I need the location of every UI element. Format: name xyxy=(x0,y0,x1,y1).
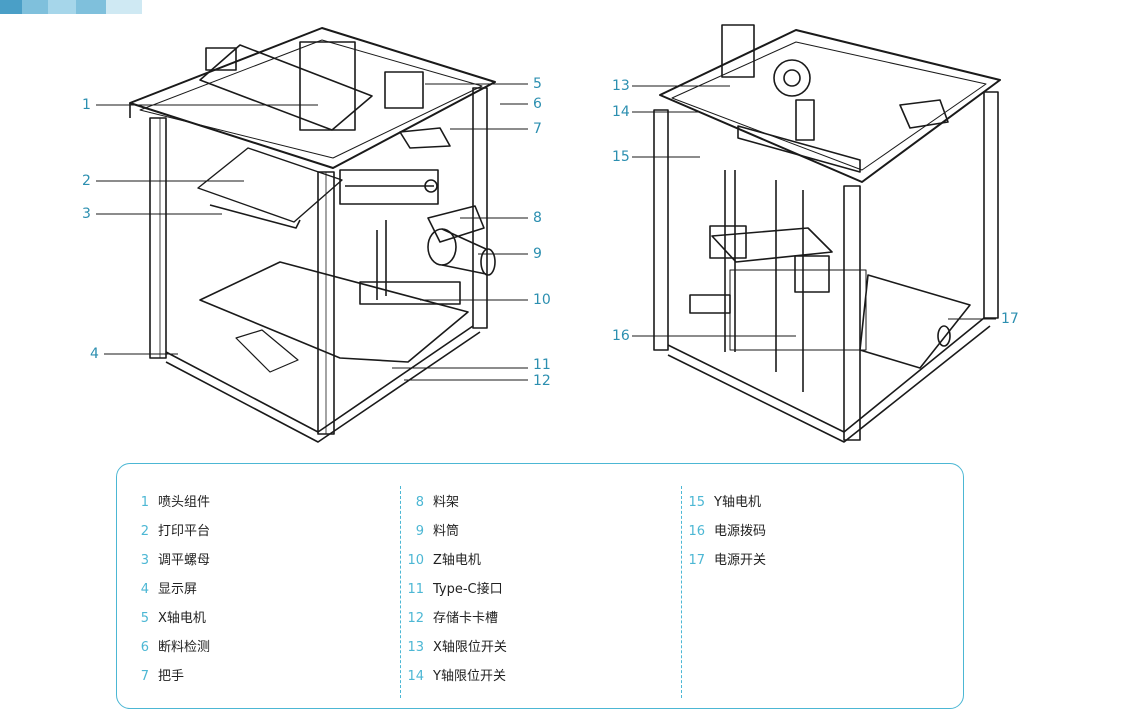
legend-label: X轴限位开关 xyxy=(433,640,507,655)
legend-item: 9 料筒 xyxy=(406,523,459,541)
diagram-stage: 1 2 3 4 5 6 7 8 9 10 11 12 13 14 15 16 1… xyxy=(82,24,1019,443)
legend-divider xyxy=(681,486,682,698)
back-view-printer xyxy=(653,24,1001,443)
callout-number: 12 xyxy=(533,373,551,389)
legend-number: 15 xyxy=(688,495,705,510)
legend-item: 12 存储卡卡槽 xyxy=(406,610,498,628)
corner-accent-block xyxy=(48,0,76,14)
legend-number: 9 xyxy=(415,524,424,539)
callout-number: 16 xyxy=(612,328,630,344)
parts-legend: 1 喷头组件 2 打印平台 3 调平螺母 4 显示屏 5 X轴电机 6 断料检测 7 把手 8… xyxy=(116,463,964,709)
corner-accent-block xyxy=(106,0,142,14)
legend-number: 7 xyxy=(140,669,149,684)
callout-number: 14 xyxy=(612,104,630,120)
legend-item: 17 电源开关 xyxy=(687,552,766,570)
legend-label: X轴电机 xyxy=(158,611,206,626)
legend-label: 喷头组件 xyxy=(158,495,211,510)
legend-label: 打印平台 xyxy=(158,524,211,539)
callout-number: 3 xyxy=(82,206,91,222)
legend-item: 4 显示屏 xyxy=(131,581,197,599)
legend-item: 2 打印平台 xyxy=(131,523,210,541)
legend-divider xyxy=(400,486,401,698)
legend-item: 5 X轴电机 xyxy=(131,610,206,628)
legend-number: 8 xyxy=(415,495,424,510)
legend-number: 2 xyxy=(140,524,149,539)
legend-item: 8 料架 xyxy=(406,494,459,512)
legend-number: 5 xyxy=(140,611,149,626)
callout-number: 13 xyxy=(612,78,630,94)
legend-item: 1 喷头组件 xyxy=(131,494,210,512)
legend-label: 电源开关 xyxy=(714,553,767,568)
callout-number: 2 xyxy=(82,173,91,189)
legend-number: 13 xyxy=(407,640,424,655)
legend-item: 14 Y轴限位开关 xyxy=(406,668,506,686)
legend-item: 11 Type-C接口 xyxy=(406,581,503,599)
front-view-printer xyxy=(129,27,496,443)
legend-label: 电源拨码 xyxy=(714,524,767,539)
callout-number: 10 xyxy=(533,292,551,308)
legend-item: 15 Y轴电机 xyxy=(687,494,761,512)
legend-label: 存储卡卡槽 xyxy=(433,611,499,626)
legend-label: Type-C接口 xyxy=(433,582,503,597)
callout-number: 8 xyxy=(533,210,542,226)
legend-number: 16 xyxy=(688,524,705,539)
legend-number: 17 xyxy=(688,553,705,568)
callout-number: 5 xyxy=(533,76,542,92)
legend-label: 调平螺母 xyxy=(158,553,211,568)
callout-number: 9 xyxy=(533,246,542,262)
legend-number: 4 xyxy=(140,582,149,597)
legend-item: 3 调平螺母 xyxy=(131,552,210,570)
legend-label: 料筒 xyxy=(433,524,460,539)
callout-number: 4 xyxy=(90,346,99,362)
legend-label: 断料检测 xyxy=(158,640,211,655)
callout-number: 6 xyxy=(533,96,542,112)
legend-number: 14 xyxy=(407,669,424,684)
callout-number: 15 xyxy=(612,149,630,165)
corner-accent-block xyxy=(0,0,22,14)
legend-number: 12 xyxy=(407,611,424,626)
legend-label: Z轴电机 xyxy=(433,553,481,568)
legend-item: 6 断料检测 xyxy=(131,639,210,657)
legend-label: Y轴电机 xyxy=(714,495,761,510)
legend-item: 13 X轴限位开关 xyxy=(406,639,507,657)
callout-leaders xyxy=(96,83,996,381)
callout-number: 1 xyxy=(82,97,91,113)
legend-number: 6 xyxy=(140,640,149,655)
legend-item: 7 把手 xyxy=(131,668,184,686)
legend-item: 16 电源拨码 xyxy=(687,523,766,541)
callout-number: 11 xyxy=(533,357,551,373)
printer-drawings xyxy=(96,24,1001,443)
callout-number: 7 xyxy=(533,121,542,137)
callout-number: 17 xyxy=(1001,311,1019,327)
legend-number: 1 xyxy=(140,495,149,510)
legend-number: 11 xyxy=(407,582,424,597)
corner-accent-block xyxy=(76,0,106,14)
legend-number: 3 xyxy=(140,553,149,568)
corner-accent-block xyxy=(22,0,48,14)
legend-label: 料架 xyxy=(433,495,460,510)
legend-label: Y轴限位开关 xyxy=(433,669,506,684)
legend-label: 把手 xyxy=(158,669,185,684)
legend-number: 10 xyxy=(407,553,424,568)
legend-item: 10 Z轴电机 xyxy=(406,552,481,570)
legend-label: 显示屏 xyxy=(158,582,198,597)
